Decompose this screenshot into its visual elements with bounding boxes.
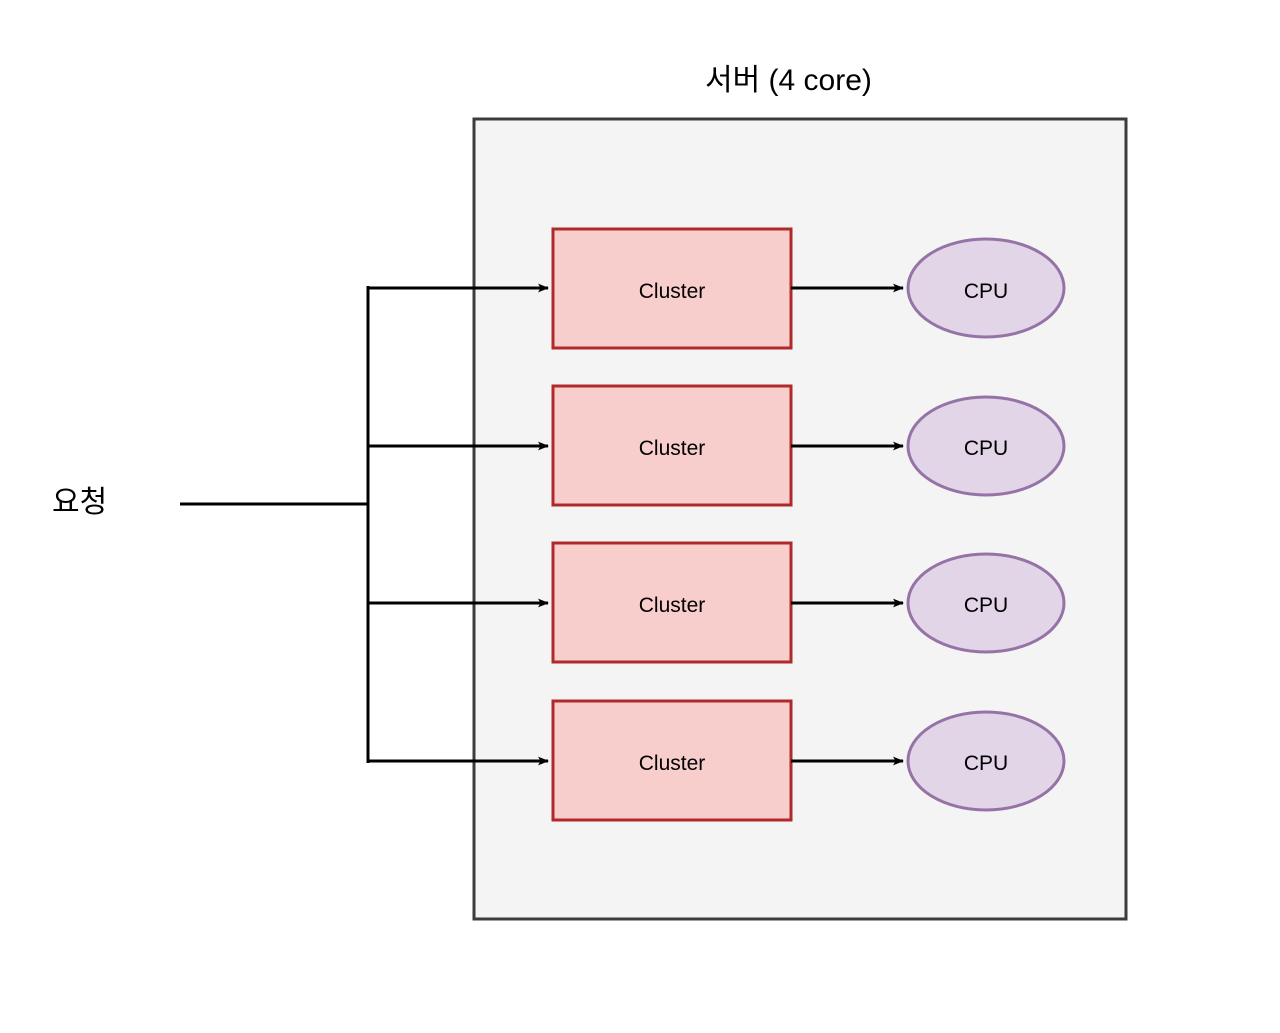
cpu-ellipse-3[interactable] xyxy=(906,552,1066,654)
cluster-box-3[interactable] xyxy=(551,541,793,664)
cluster-box-4[interactable] xyxy=(551,699,793,822)
cluster-box-1[interactable] xyxy=(551,227,793,350)
cpu-ellipse-2[interactable] xyxy=(906,395,1066,497)
cpu-ellipse-1[interactable] xyxy=(906,237,1066,339)
cluster-box-2[interactable] xyxy=(551,384,793,507)
cpu-ellipse-4[interactable] xyxy=(906,710,1066,812)
